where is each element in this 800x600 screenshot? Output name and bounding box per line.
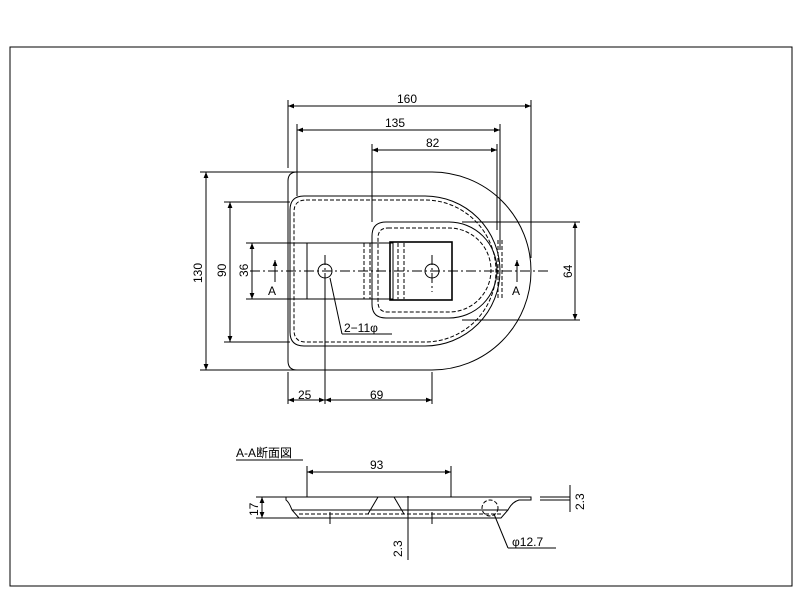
drawing-frame <box>9 46 793 587</box>
dim-overall-height: 130 <box>191 263 205 283</box>
dim-recess-height: 64 <box>561 264 575 278</box>
plan-view: A A 160 135 82 130 90 36 <box>191 92 580 404</box>
section-mark-left: A <box>268 284 276 298</box>
dim-thickness-right: 2.3 <box>573 493 587 510</box>
recess-outline <box>371 221 498 319</box>
dim-thickness-bottom: 2.3 <box>391 540 405 557</box>
dim-recess-width: 82 <box>426 136 440 150</box>
inner-flange-solid <box>289 195 501 347</box>
section-plate <box>285 496 532 519</box>
section-bump <box>367 496 405 515</box>
dim-left-offset: 25 <box>298 388 312 402</box>
section-mark-right: A <box>512 284 520 298</box>
dim-hole-pitch: 69 <box>370 388 384 402</box>
hole-callout: 2−11φ <box>344 321 378 335</box>
section-view: A-A断面図 93 17 2.3 2.3 φ12.7 <box>236 445 587 560</box>
dim-inner-height: 90 <box>215 263 229 277</box>
recess-inner-dashed <box>377 227 492 313</box>
dim-slot-height: 36 <box>237 263 251 277</box>
dim-section-depth: 17 <box>247 502 261 516</box>
dim-inner-width: 135 <box>385 116 405 130</box>
inner-flange-dashed <box>293 199 497 343</box>
section-title: A-A断面図 <box>236 445 292 460</box>
dim-section-length: 93 <box>370 458 384 472</box>
ring-section <box>481 499 499 517</box>
dim-overall-width: 160 <box>397 92 417 106</box>
dim-ring-diameter: φ12.7 <box>512 535 543 549</box>
